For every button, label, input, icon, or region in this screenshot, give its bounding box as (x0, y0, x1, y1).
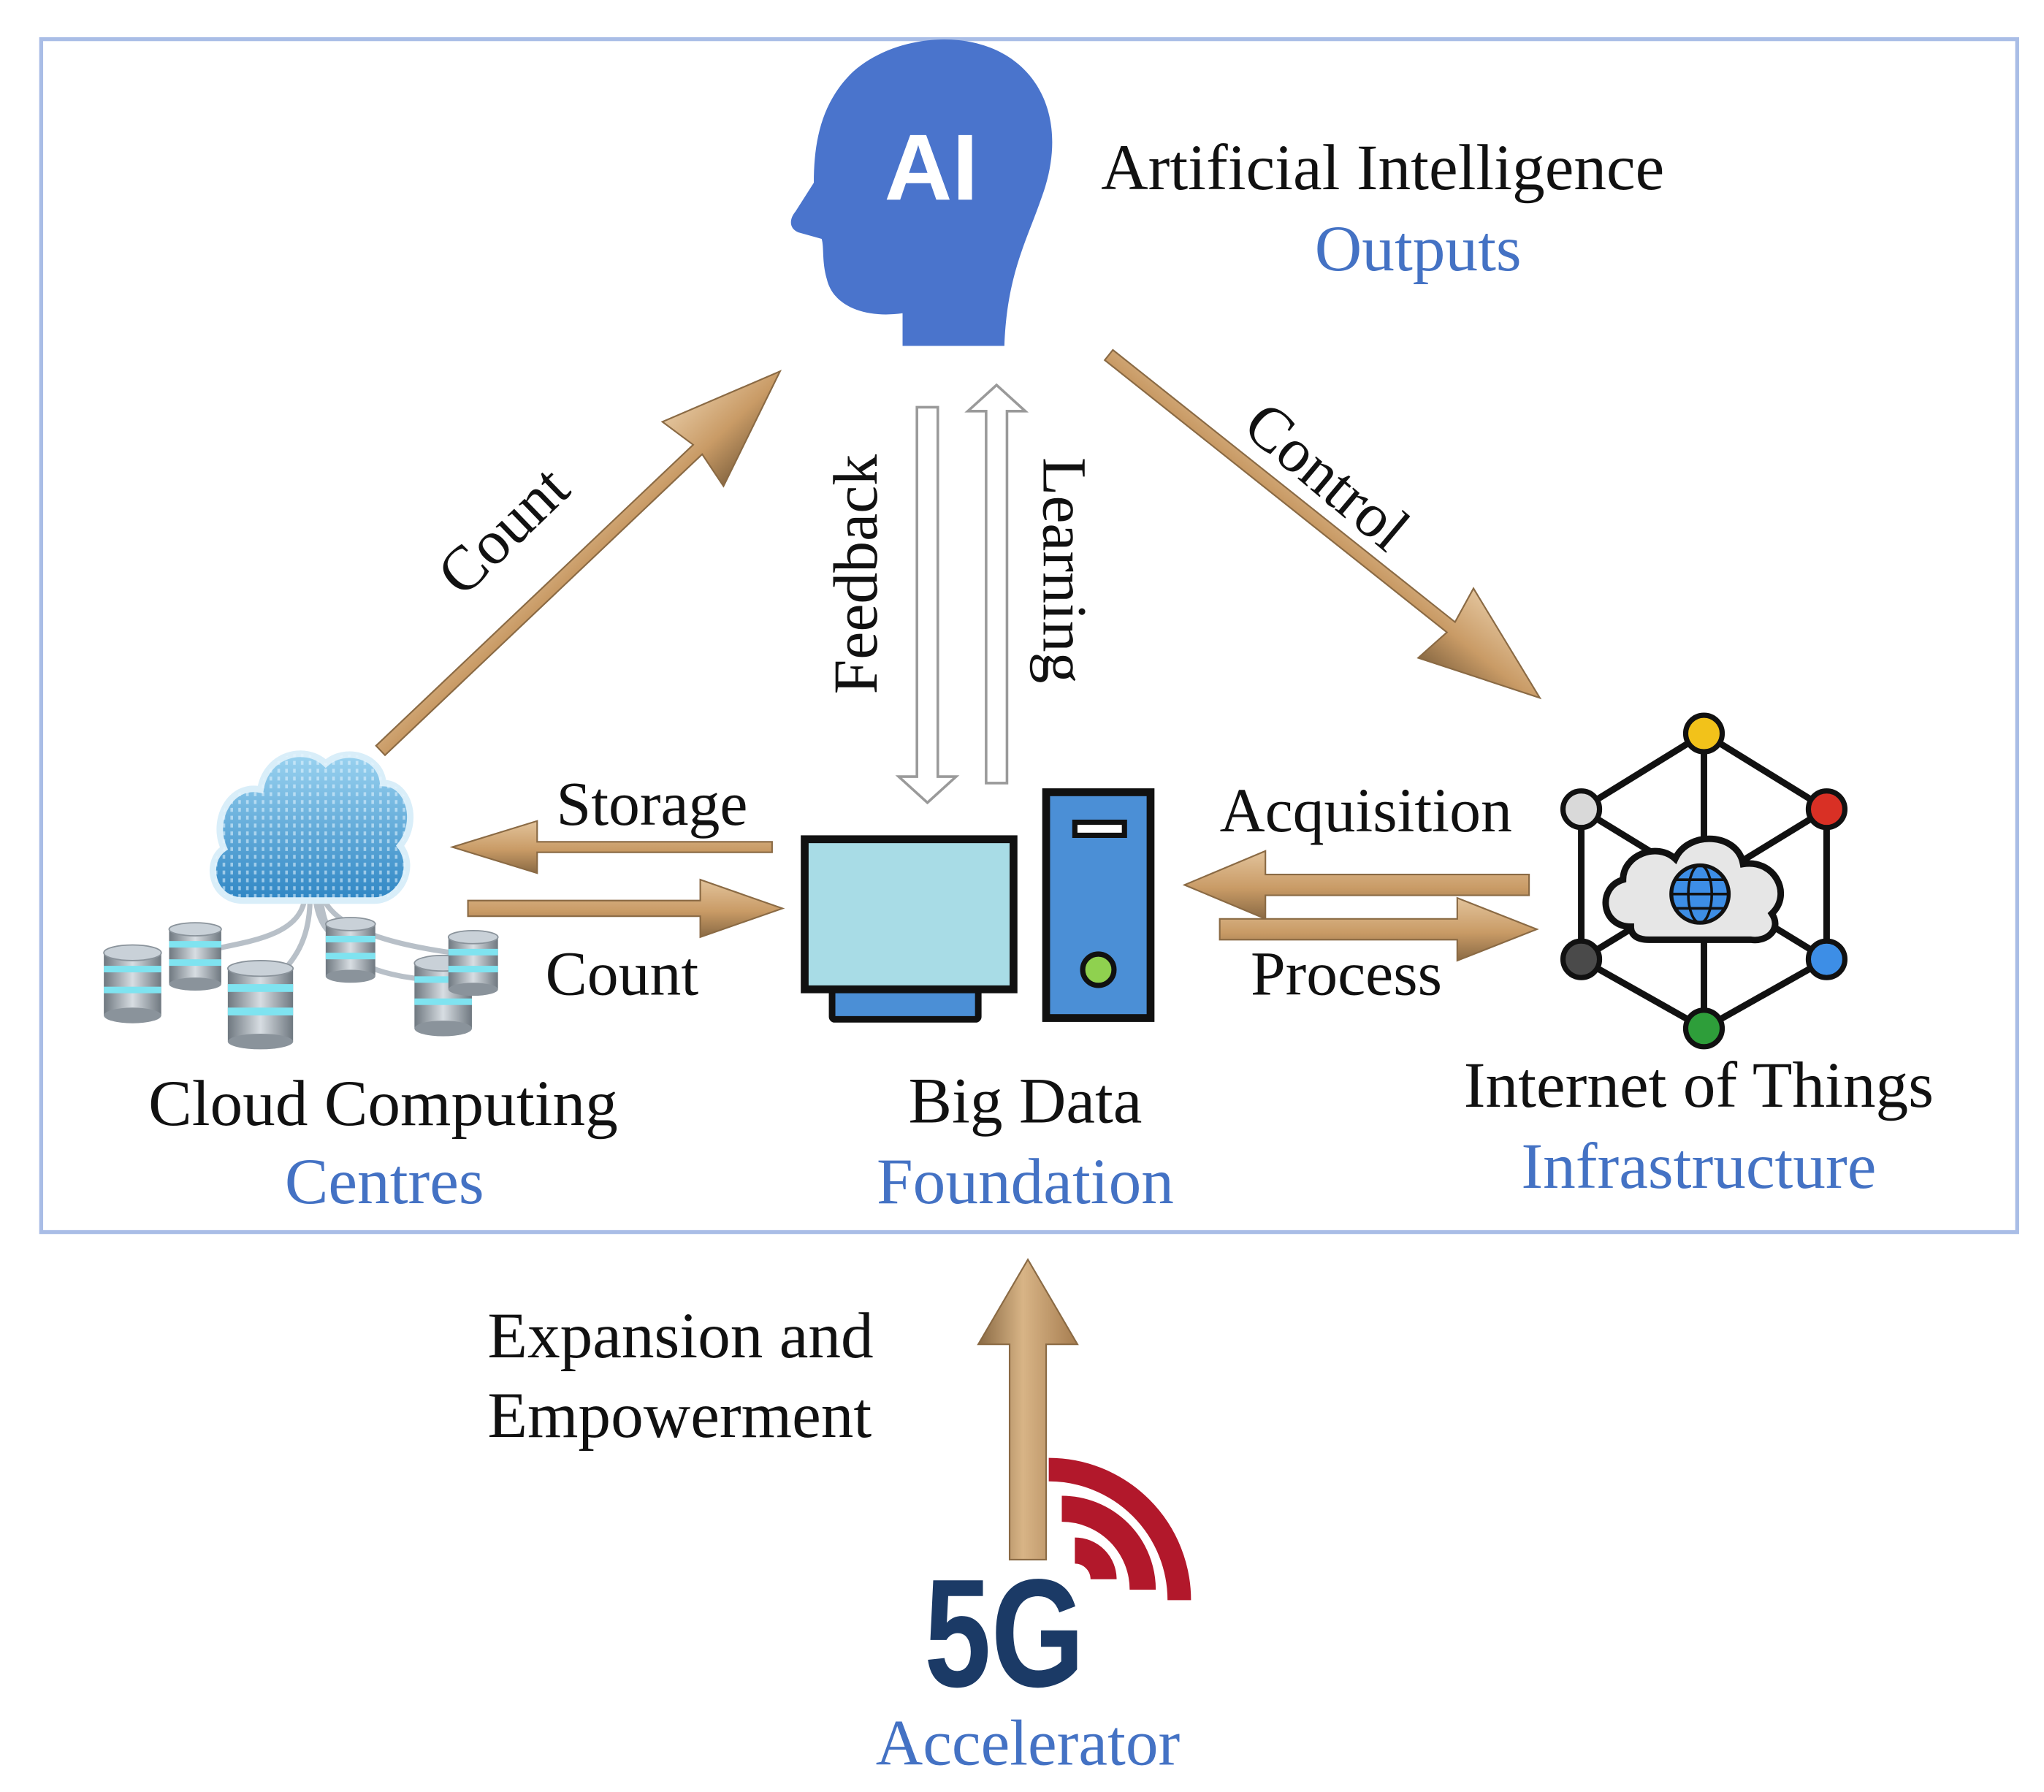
iot-role: Infrastructure (1521, 1130, 1876, 1202)
edge-label-process: Process (1251, 939, 1442, 1008)
diagram-frame (39, 37, 2019, 1235)
arrow-count-to-bigdata (467, 878, 785, 939)
cloud-database-icon (103, 750, 499, 1050)
arrow-feedback (895, 405, 960, 805)
arrow-acquisition (1182, 850, 1530, 920)
edge-label-feedback: Feedback (821, 454, 891, 695)
arrow-cloud-to-ai (375, 370, 782, 757)
db-cylinder (447, 929, 499, 996)
ai-icon-label: AI (885, 115, 979, 220)
ai-title: Artificial Intelligence (1101, 131, 1664, 204)
iot-node (1682, 1007, 1725, 1050)
bigdata-title: Big Data (908, 1064, 1142, 1137)
arrow-process (1219, 896, 1539, 962)
iot-node (1560, 938, 1603, 980)
arrow-storage (449, 820, 773, 874)
arrow-learning (964, 383, 1029, 785)
arrow-ai-to-iot (1103, 348, 1542, 700)
db-cylinder (103, 944, 162, 1023)
db-cylinder (226, 960, 294, 1050)
globe-icon (1669, 863, 1731, 925)
cloud-title: Cloud Computing (148, 1067, 618, 1140)
iot-node (1560, 788, 1603, 831)
db-cylinder (324, 917, 376, 983)
arrow-5g-to-bigdata (977, 1257, 1079, 1561)
5g-signal-icon: 5G (924, 1457, 1191, 1720)
iot-node (1805, 938, 1848, 980)
bigdata-role: Foundation (877, 1145, 1174, 1218)
edge-label-learning: Learning (1029, 457, 1099, 684)
iot-node (1682, 712, 1725, 755)
edge-label-storage: Storage (557, 769, 748, 839)
db-cylinder (168, 922, 222, 991)
iot-node (1805, 788, 1848, 831)
iot-title: Internet of Things (1464, 1049, 1934, 1121)
ai-head-icon: AI (790, 39, 1053, 346)
ai-role: Outputs (1315, 213, 1522, 285)
power-indicator (1080, 951, 1117, 988)
cloud-role: Centres (285, 1145, 484, 1218)
edge-label-5g-line2: Empowerment (487, 1379, 872, 1452)
monitor-screen (801, 835, 1018, 994)
computer-icon (801, 788, 1155, 1023)
fiveg-role: Accelerator (876, 1707, 1180, 1779)
edge-label-5g-line1: Expansion and (487, 1300, 873, 1372)
5g-logo-text: 5G (924, 1548, 1084, 1720)
edge-label-count-bigdata: Count (546, 939, 699, 1008)
iot-network-icon (1560, 712, 1848, 1050)
edge-label-acquisition: Acquisition (1220, 776, 1512, 845)
